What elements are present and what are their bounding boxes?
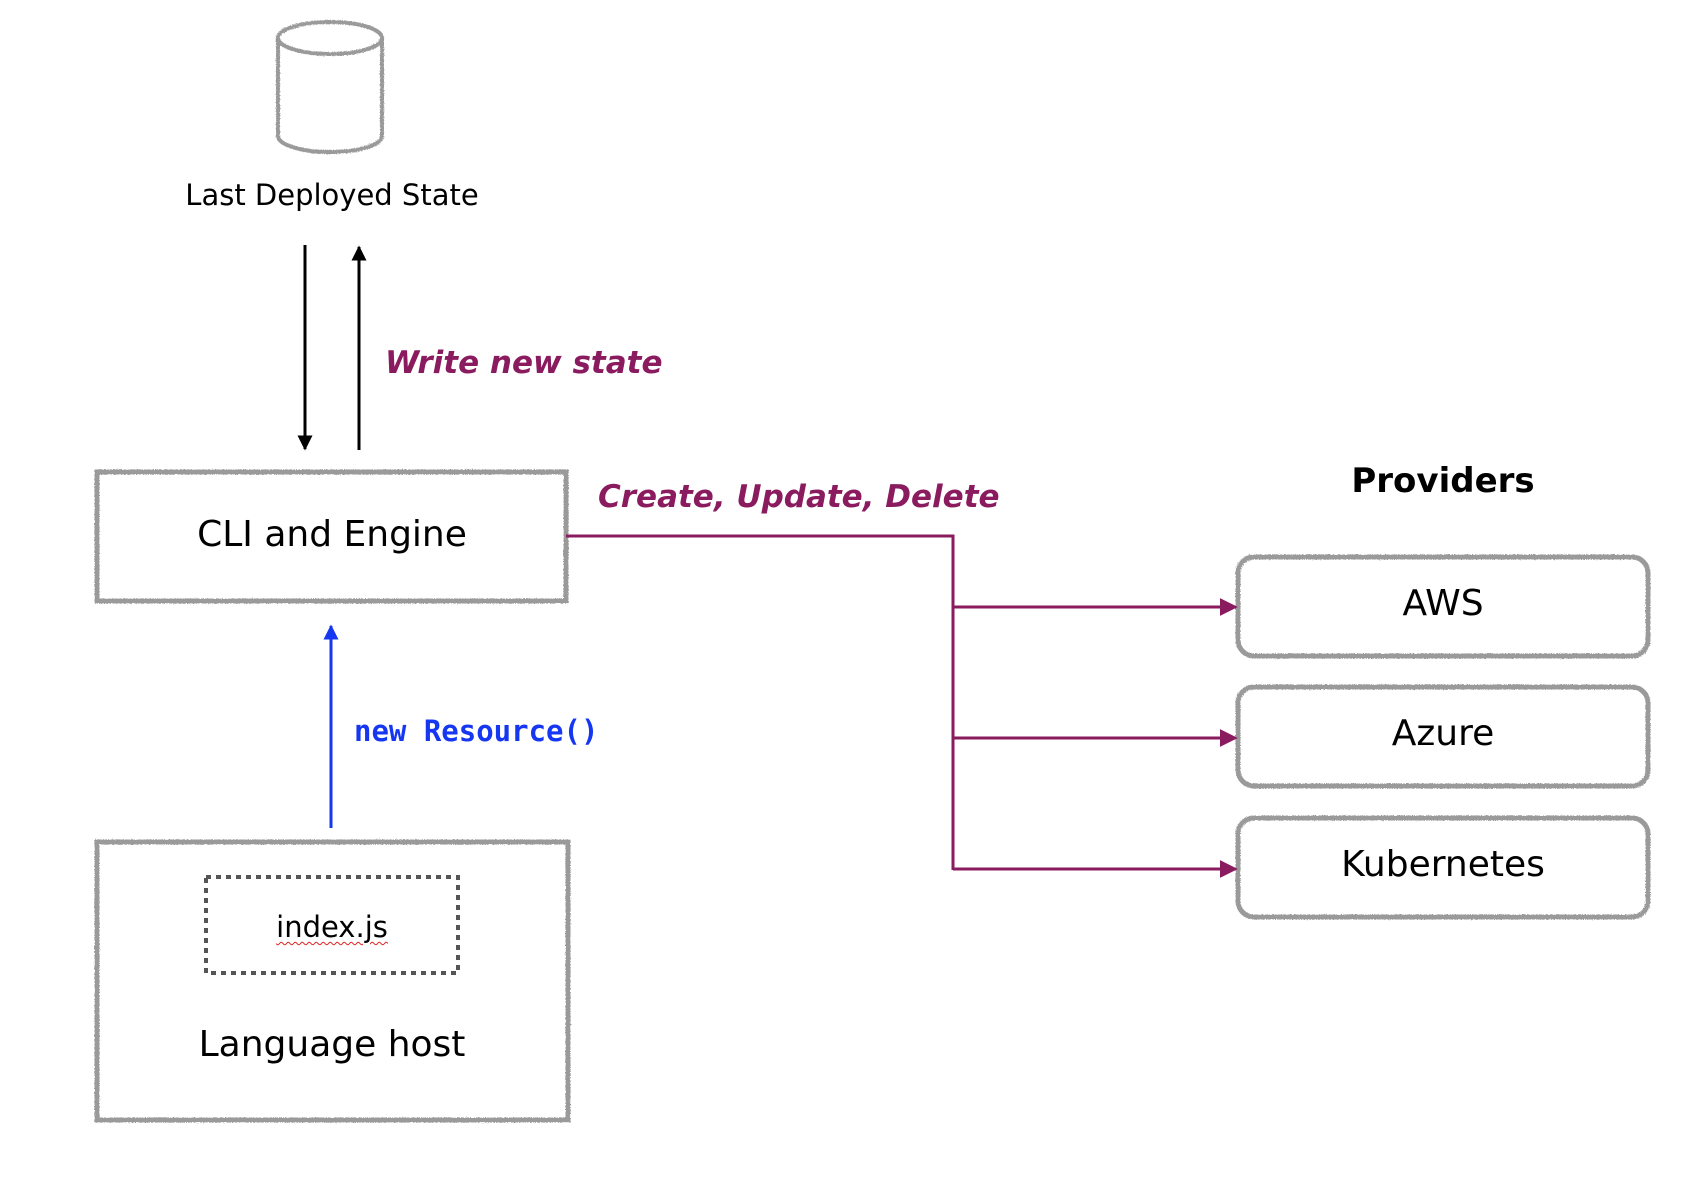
provider-box-kubernetes: [1235, 815, 1651, 920]
file-label: index.js: [276, 910, 388, 944]
language-host-label: Language host: [198, 1024, 466, 1065]
operations-connector: [566, 534, 955, 870]
state-store-label: Last Deployed State: [185, 178, 479, 212]
provider-label-kubernetes: Kubernetes: [1341, 844, 1545, 885]
database-cylinder-icon: [276, 20, 384, 154]
new-resource-label: new Resource(): [354, 714, 599, 748]
file-box: [204, 875, 460, 975]
provider-label-aws: AWS: [1402, 583, 1484, 624]
provider-box-azure: [1235, 684, 1651, 789]
operations-label: Create, Update, Delete: [598, 479, 1000, 515]
language-host-box: [94, 839, 571, 1123]
engine-label: CLI and Engine: [197, 514, 467, 555]
provider-box-aws: [1235, 554, 1651, 659]
provider-label-azure: Azure: [1391, 713, 1495, 754]
write-state-label: Write new state: [385, 345, 663, 381]
providers-heading: Providers: [1351, 461, 1535, 501]
file-name-text: index.js: [276, 910, 388, 944]
